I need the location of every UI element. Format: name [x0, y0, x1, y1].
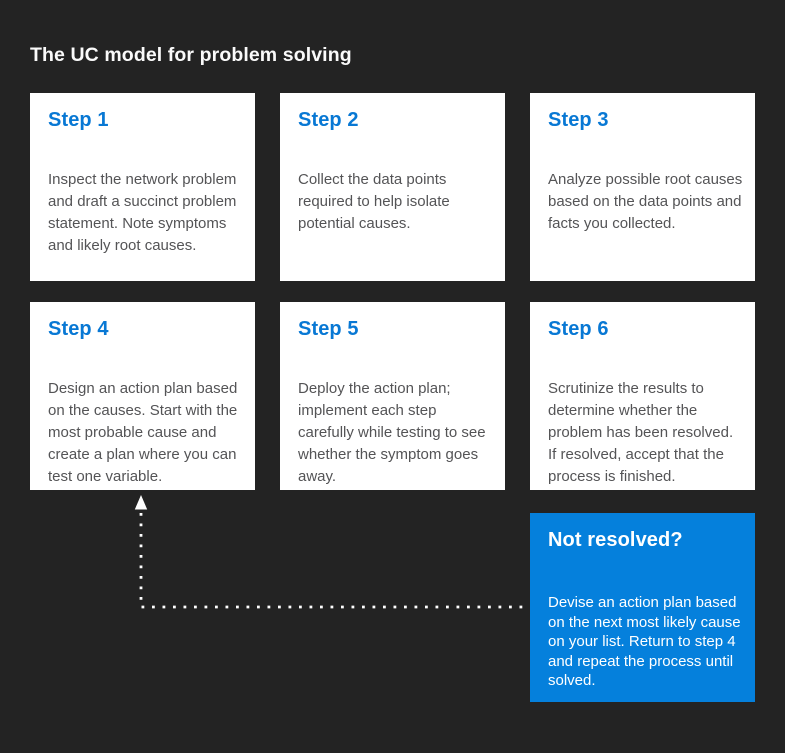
step-1-card: Step 1 Inspect the network problem and d…: [30, 93, 255, 281]
step-4-text: Design an action plan based on the cause…: [48, 380, 238, 485]
step-3-text: Analyze possible root causes based on th…: [548, 171, 743, 232]
arrowhead-up-icon: [134, 495, 148, 510]
step-4-card: Step 4 Design an action plan based on th…: [30, 302, 255, 490]
step-5-text: Deploy the action plan; implement each s…: [298, 380, 486, 485]
step-2-label: Step 2: [298, 109, 359, 131]
diagram-title: The UC model for problem solving: [30, 44, 352, 66]
step-1-text: Inspect the network problem and draft a …: [48, 171, 237, 254]
not-resolved-label: Not resolved?: [548, 529, 683, 551]
step-3-card: Step 3 Analyze possible root causes base…: [530, 93, 755, 281]
dotted-return-path: [139, 513, 529, 609]
step-2-card: Step 2 Collect the data points required …: [280, 93, 505, 281]
step-5-label: Step 5: [298, 318, 359, 340]
step-5-card: Step 5 Deploy the action plan; implement…: [280, 302, 505, 490]
step-6-text: Scrutinize the results to determine whet…: [548, 380, 734, 485]
step-2-text: Collect the data points required to help…: [298, 171, 450, 232]
step-4-label: Step 4: [48, 318, 109, 340]
step-6-label: Step 6: [548, 318, 609, 340]
step-3-label: Step 3: [548, 109, 609, 131]
not-resolved-text: Devise an action plan based on the next …: [548, 594, 741, 689]
not-resolved-card: Not resolved? Devise an action plan base…: [530, 513, 755, 702]
step-6-card: Step 6 Scrutinize the results to determi…: [530, 302, 755, 490]
step-1-label: Step 1: [48, 109, 109, 131]
